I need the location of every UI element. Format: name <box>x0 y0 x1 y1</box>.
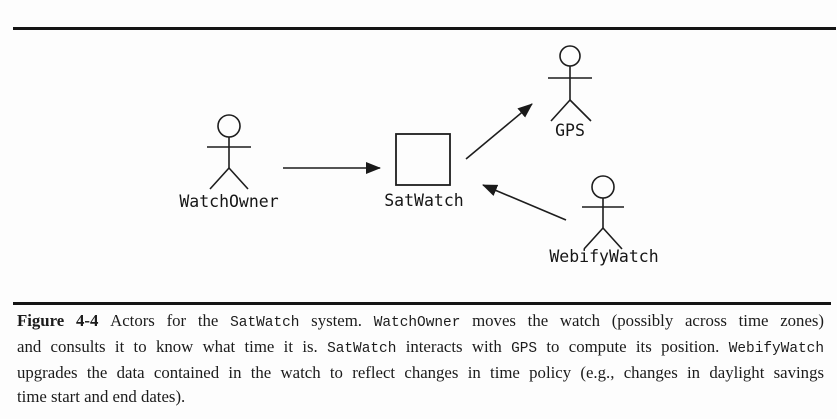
actor-watch-owner: WatchOwner <box>179 114 279 211</box>
stick-figure-leg <box>550 99 571 122</box>
caption-code-term: SatWatch <box>327 341 397 357</box>
caption-text: Actors for the <box>110 311 231 330</box>
caption-code-term: GPS <box>511 341 538 357</box>
actor-label-gps: GPS <box>555 121 585 140</box>
caption-text: time start and end dates). <box>17 387 186 406</box>
figure-number: Figure 4-4 <box>17 311 99 330</box>
actor-label-watch-owner: WatchOwner <box>179 192 278 211</box>
stick-figure-leg <box>209 167 230 190</box>
caption-line: time start and end dates). <box>17 385 824 409</box>
arrow-satwatch-to-gps <box>465 103 533 160</box>
caption-text: moves the watch (possibly across time zo… <box>460 311 825 330</box>
top-rule <box>13 27 836 30</box>
actor-label-webify-watch: WebifyWatch <box>549 247 658 266</box>
system-label-satwatch: SatWatch <box>384 191 463 210</box>
stick-figure-leg <box>602 227 623 250</box>
stick-figure-leg <box>569 99 592 122</box>
caption-line: upgrades the data contained in the watch… <box>17 361 824 385</box>
caption-line: Figure 4-4 Actors for the SatWatch system… <box>17 309 824 335</box>
actor-gps: GPS <box>548 45 592 140</box>
arrow-webifywatch-to-satwatch <box>482 184 567 221</box>
caption-text: upgrades the data contained in the watch… <box>17 363 824 382</box>
caption-rule <box>13 302 831 305</box>
caption-text: and consults it to know what time it is. <box>17 337 328 356</box>
stick-figure-head <box>559 45 581 67</box>
stick-figure-head <box>591 175 615 199</box>
system-rectangle <box>395 133 451 186</box>
caption-line: and consults it to know what time it is.… <box>17 335 824 361</box>
figure-caption: Figure 4-4 Actors for the SatWatch system… <box>17 309 824 409</box>
stick-figure-leg <box>228 167 249 190</box>
caption-text: interacts with <box>396 337 512 356</box>
actor-webify-watch: WebifyWatch <box>549 175 659 266</box>
system-box-satwatch: SatWatch <box>384 133 464 210</box>
caption-code-term: WebifyWatch <box>728 341 825 357</box>
caption-text: system. <box>299 311 374 330</box>
caption-code-term: SatWatch <box>230 315 300 331</box>
caption-text: to compute its position. <box>537 337 729 356</box>
stick-figure-head <box>217 114 241 138</box>
stick-figure-leg <box>583 227 604 250</box>
caption-code-term: WatchOwner <box>373 315 461 331</box>
uml-actor-diagram: WatchOwner SatWatch GPS <box>179 45 659 266</box>
